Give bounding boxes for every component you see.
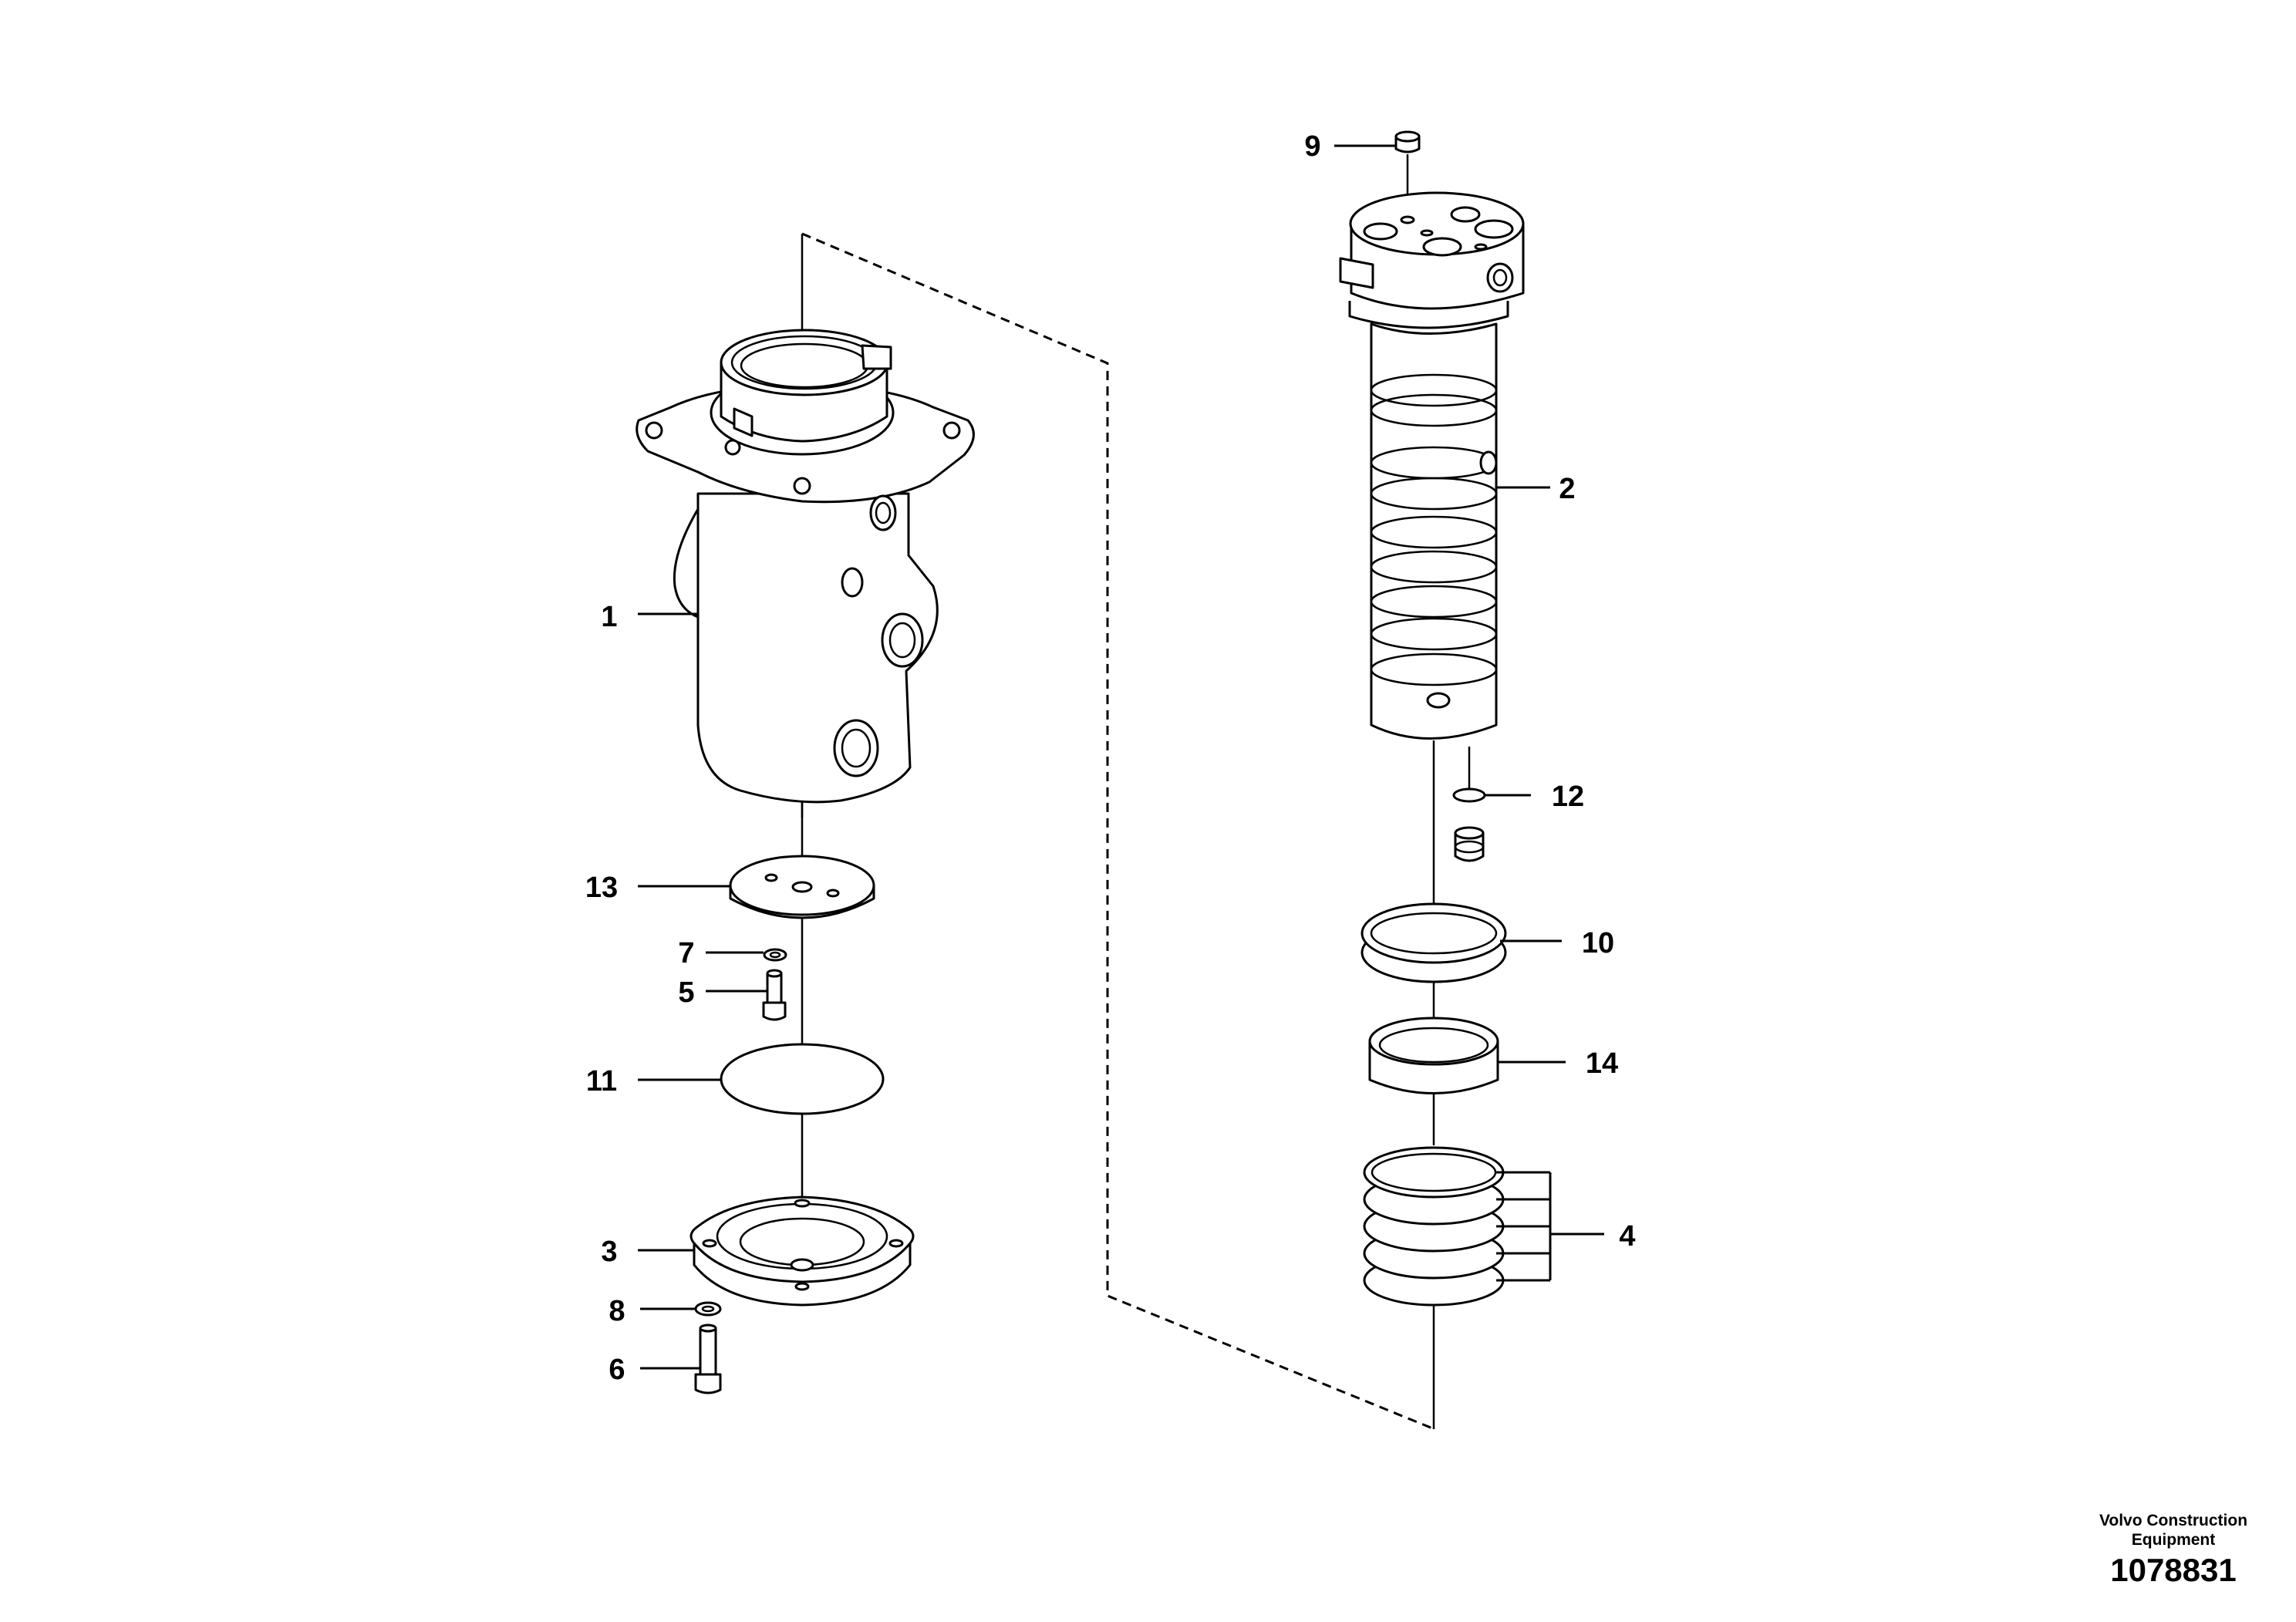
brand-line-1: Volvo Construction	[2099, 1512, 2247, 1529]
callout-7: 7	[678, 937, 694, 969]
callout-14: 14	[1586, 1047, 1618, 1080]
part-3-cover	[689, 1195, 915, 1307]
part-13-plate	[729, 855, 875, 919]
part-2-spindle	[1339, 191, 1525, 918]
part-7-washer	[763, 948, 787, 962]
callout-13: 13	[585, 872, 618, 904]
part-1-housing	[636, 329, 975, 818]
callout-1: 1	[601, 601, 617, 633]
callout-8: 8	[609, 1295, 625, 1327]
callout-2: 2	[1559, 473, 1575, 505]
callout-12: 12	[1552, 781, 1584, 813]
callout-10: 10	[1582, 927, 1614, 959]
callout-3: 3	[601, 1236, 617, 1268]
part-11-seal-disc	[720, 1043, 885, 1115]
callout-leaders	[638, 144, 1604, 1370]
callout-6: 6	[609, 1354, 625, 1386]
part-6-bolt	[694, 1324, 722, 1394]
callout-11: 11	[586, 1065, 617, 1098]
part-10-seal-rings	[1360, 902, 1507, 1020]
part-4-ring-stack	[1363, 1146, 1505, 1429]
assembly-dashed-link	[801, 232, 1435, 1431]
part-5-bolt	[762, 969, 787, 1021]
part-8-washer	[694, 1301, 722, 1317]
plug-fitting	[1454, 826, 1485, 862]
document-number: 1078831	[2110, 1552, 2237, 1588]
part-14-bushing	[1368, 1017, 1499, 1145]
callout-9: 9	[1304, 130, 1320, 163]
callout-4: 4	[1619, 1220, 1635, 1253]
brand-line-2: Equipment	[2132, 1531, 2216, 1549]
part-12-oring	[1452, 747, 1486, 803]
callout-5: 5	[678, 976, 694, 1009]
